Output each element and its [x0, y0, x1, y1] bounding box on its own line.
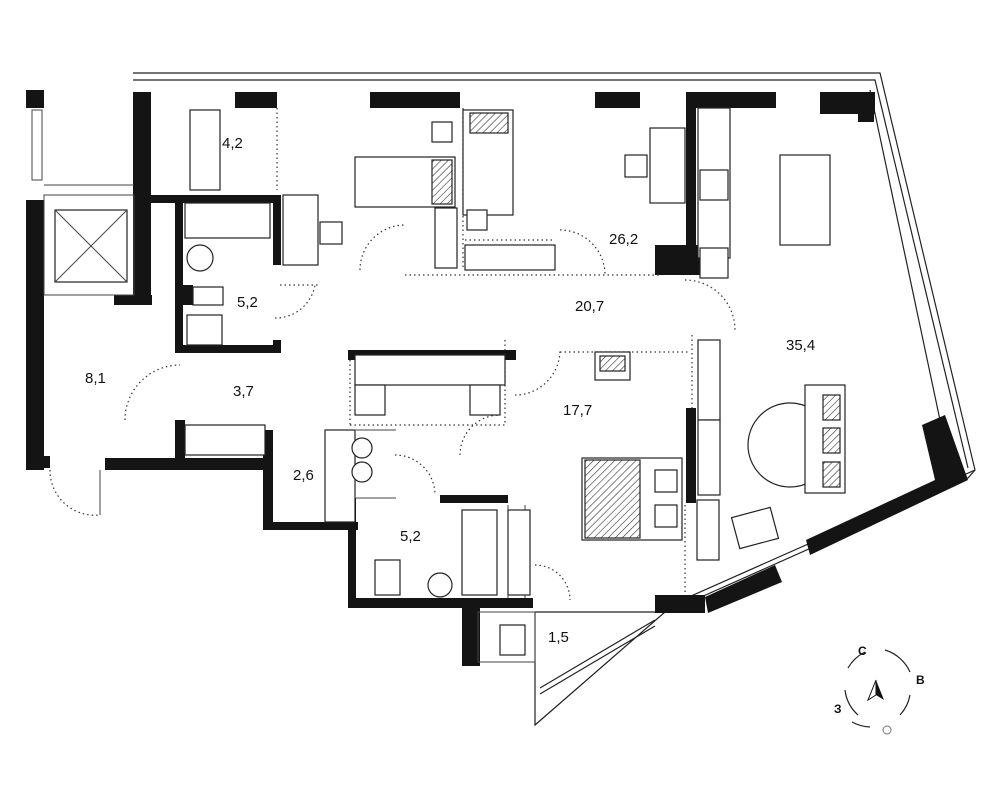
- compass-needle: [876, 680, 884, 700]
- door-swings: [49, 224, 736, 601]
- room-area-closet: 2,6: [293, 467, 314, 484]
- walls: [26, 90, 968, 666]
- compass-rose: С В З: [834, 644, 925, 735]
- facade-outline: [133, 72, 976, 727]
- compass-east-label: В: [916, 673, 925, 687]
- room-area-balcony: 1,5: [548, 629, 569, 646]
- furniture: [184, 107, 846, 656]
- room-area-bedroom: 17,7: [563, 402, 592, 419]
- elevator-shaft: [54, 209, 128, 283]
- room-area-study-bedroom: 26,2: [609, 231, 638, 248]
- area-labels: 4,2 5,2 8,1 3,7 2,6 5,2 1,5 17,7 20,7 26…: [85, 135, 815, 646]
- room-area-living-kitchen: 35,4: [786, 337, 815, 354]
- partitions: [31, 109, 536, 663]
- compass-west-label: З: [834, 702, 842, 716]
- room-area-bathroom-south: 5,2: [400, 528, 421, 545]
- room-area-storage-nw: 4,2: [222, 135, 243, 152]
- room-area-bathroom-north: 5,2: [237, 294, 258, 311]
- room-area-lobby: 8,1: [85, 370, 106, 387]
- compass-north-label: С: [858, 644, 867, 658]
- room-area-corridor: 20,7: [575, 298, 604, 315]
- room-area-hall-west: 3,7: [233, 383, 254, 400]
